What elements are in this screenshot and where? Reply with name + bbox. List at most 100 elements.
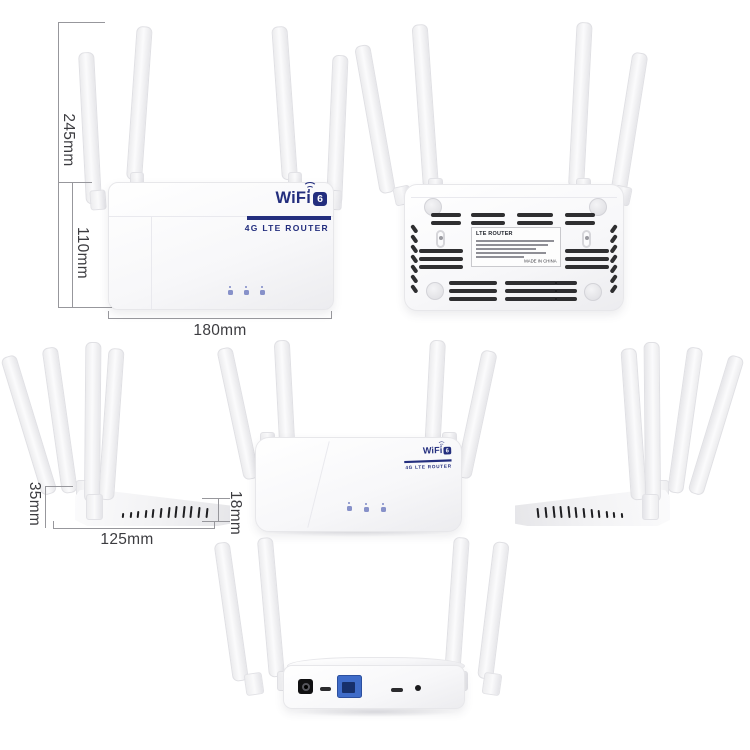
antenna [610, 51, 649, 197]
antenna [643, 341, 661, 503]
router-body-perspective: WiFi 6 4G LTE Router [255, 437, 462, 532]
vent-slot [555, 281, 577, 285]
body-shadow [293, 707, 457, 717]
wifi-led-icon [243, 286, 249, 295]
side-vent-slot [536, 507, 540, 519]
dim-label-body-width: 180mm [193, 322, 247, 339]
antenna [256, 536, 285, 678]
side-vent-slot [129, 511, 133, 519]
antenna [411, 23, 439, 189]
vent-slot [410, 284, 419, 294]
dim-line-18 [218, 498, 219, 522]
vent-slot [410, 274, 419, 284]
router-body-bottom: LTE ROUTER MADE IN CHINA [404, 184, 624, 311]
ethernet-port [337, 675, 362, 698]
side-vent-slot [597, 509, 601, 519]
vent-slot [419, 257, 463, 261]
side-vent-slot [144, 509, 148, 519]
antenna [477, 541, 510, 680]
label-text-line [476, 244, 548, 246]
vent-slot [517, 213, 553, 217]
vent-slot [410, 264, 419, 274]
dim-line-110 [72, 182, 73, 308]
side-vent-slot [551, 505, 556, 519]
internet-led-icon [380, 503, 386, 512]
antenna [84, 341, 102, 503]
antenna [444, 536, 470, 678]
rubber-foot [584, 283, 602, 301]
dim-label-body-height: 110mm [74, 226, 91, 280]
side-vent-slot [174, 505, 178, 519]
wifi6-logo: WiFi 6 [276, 182, 327, 208]
front-view: WiFi 6 4G LTE Router 245mm 110mm 180mm [0, 0, 370, 345]
label-text-line [476, 256, 524, 258]
vent-slot [431, 213, 461, 217]
dim-label-side-depth: 125mm [100, 531, 154, 548]
antenna [271, 25, 298, 181]
vent-slot [505, 281, 557, 285]
wifi-signal-arcs-icon [437, 441, 446, 448]
vent-slot [555, 297, 577, 301]
side-vent-slot [567, 505, 571, 519]
side-vent-slot [574, 506, 578, 519]
vent-slot [565, 265, 609, 269]
side-vent-slot [544, 506, 548, 519]
dim-line-125 [53, 528, 215, 529]
label-text-line [476, 252, 546, 254]
side-vent-slot [589, 508, 594, 519]
rubber-foot [589, 198, 607, 216]
side-vent-slot [121, 512, 125, 519]
wifi-signal-arcs-icon [302, 182, 317, 192]
vent-slot [449, 297, 497, 301]
dc-power-jack [298, 679, 313, 694]
dim-label-side-height: 35mm [26, 481, 43, 527]
dim-line-35 [45, 486, 46, 528]
sim-card-slot [320, 687, 331, 691]
router-body-front: WiFi 6 4G LTE Router [108, 182, 334, 310]
side-vent-slot [189, 505, 194, 519]
side-vent-slot [159, 507, 163, 519]
dim-tick [202, 498, 230, 499]
side-vent-slot [205, 507, 209, 519]
dim-line-180 [108, 318, 332, 319]
rear-view [213, 535, 525, 720]
vent-grid [405, 185, 623, 310]
seam-line [109, 216, 333, 217]
vent-slot [505, 289, 557, 293]
vent-slot [565, 257, 609, 261]
vent-slot [609, 264, 618, 274]
vent-slot [419, 265, 463, 269]
vent-slot [505, 297, 557, 301]
vent-slot [609, 244, 618, 254]
vent-slot [609, 284, 618, 294]
product-tagline: 4G LTE Router [405, 463, 452, 471]
antenna [568, 21, 593, 189]
vent-slot [449, 281, 497, 285]
side-vent-slot [620, 512, 624, 519]
side-vent-grid [512, 342, 727, 532]
antenna-hinge [243, 671, 265, 697]
dim-tick [202, 521, 230, 522]
vent-slot [419, 249, 463, 253]
power-led-icon [346, 502, 352, 511]
antenna-hinge [89, 189, 107, 211]
side-vent-slot [151, 508, 156, 519]
wall-mount-keyhole [582, 230, 591, 248]
dim-tick [108, 311, 109, 319]
wall-mount-keyhole [436, 230, 445, 248]
side-view-left [0, 341, 233, 532]
rubber-foot [426, 282, 444, 300]
logo-underline-bar [247, 216, 331, 220]
side-vent-slot [582, 507, 586, 519]
side-vent-grid [18, 342, 233, 532]
back-edge-seam [411, 197, 617, 198]
vent-slot [410, 224, 419, 234]
side-vent-slot [182, 505, 186, 519]
vent-slot [471, 213, 505, 217]
vent-slot [410, 244, 419, 254]
router-body-rear [283, 665, 465, 709]
reset-button [415, 685, 421, 691]
side-vent-slot [197, 506, 201, 519]
dim-tick [58, 22, 105, 23]
